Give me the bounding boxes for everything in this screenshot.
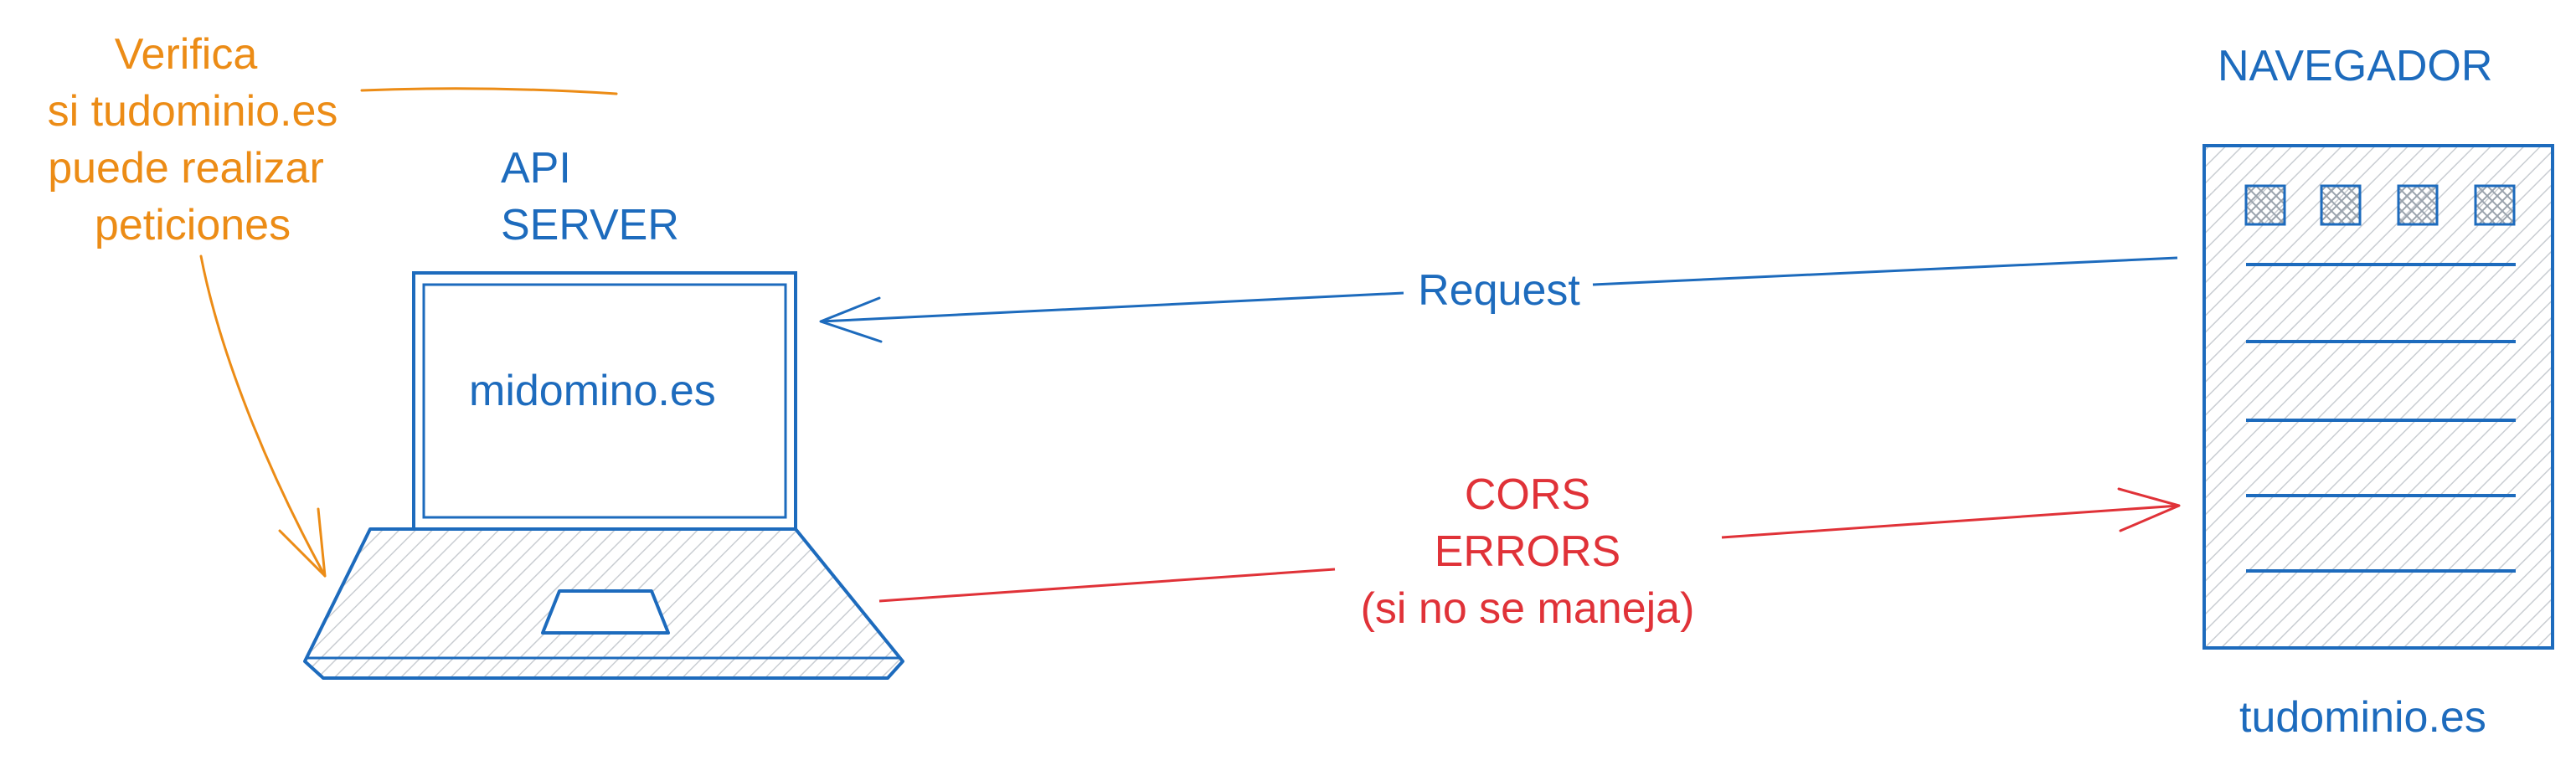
cors-arrow-head [2117, 487, 2181, 532]
server-title-line-1: API [501, 144, 571, 193]
server-title-line-2: SERVER [501, 201, 679, 249]
annotation-arrow-head [278, 507, 327, 578]
annotation-label: Verifica si tudominio.es puede realizar … [48, 30, 338, 249]
cors-label-line-2: ERRORS [1435, 527, 1620, 576]
browser-title: NAVEGADOR [2218, 42, 2492, 90]
annotation-line-3: puede realizar [48, 144, 324, 193]
request-arrow-head [819, 296, 883, 343]
cors-arrow: CORS ERRORS (si no se maneja) [878, 470, 2181, 633]
laptop-touchpad [541, 589, 670, 635]
browser-dot-1 [2244, 184, 2286, 226]
server-domain: midomino.es [469, 367, 716, 415]
annotation-line-2: si tudominio.es [48, 87, 338, 136]
annotation-line-4: peticiones [95, 201, 291, 249]
server-title: API SERVER [501, 144, 679, 249]
annotation-underline [360, 87, 618, 95]
laptop-screen [422, 283, 787, 519]
cors-label-line-3: (si no se maneja) [1361, 584, 1695, 633]
browser-window-icon [2202, 144, 2554, 650]
laptop-icon: midomino.es [303, 271, 904, 680]
browser-dot-4 [2474, 184, 2516, 226]
cors-label-line-1: CORS [1465, 470, 1590, 519]
annotation-arrow [199, 254, 327, 578]
annotation-line-1: Verifica [115, 30, 258, 79]
request-label: Request [1418, 266, 1580, 315]
browser-dot-2 [2320, 184, 2362, 226]
request-arrow: Request [819, 256, 2178, 343]
browser-dot-3 [2397, 184, 2439, 226]
browser-frame [2202, 144, 2554, 650]
browser-domain: tudominio.es [2239, 693, 2486, 742]
